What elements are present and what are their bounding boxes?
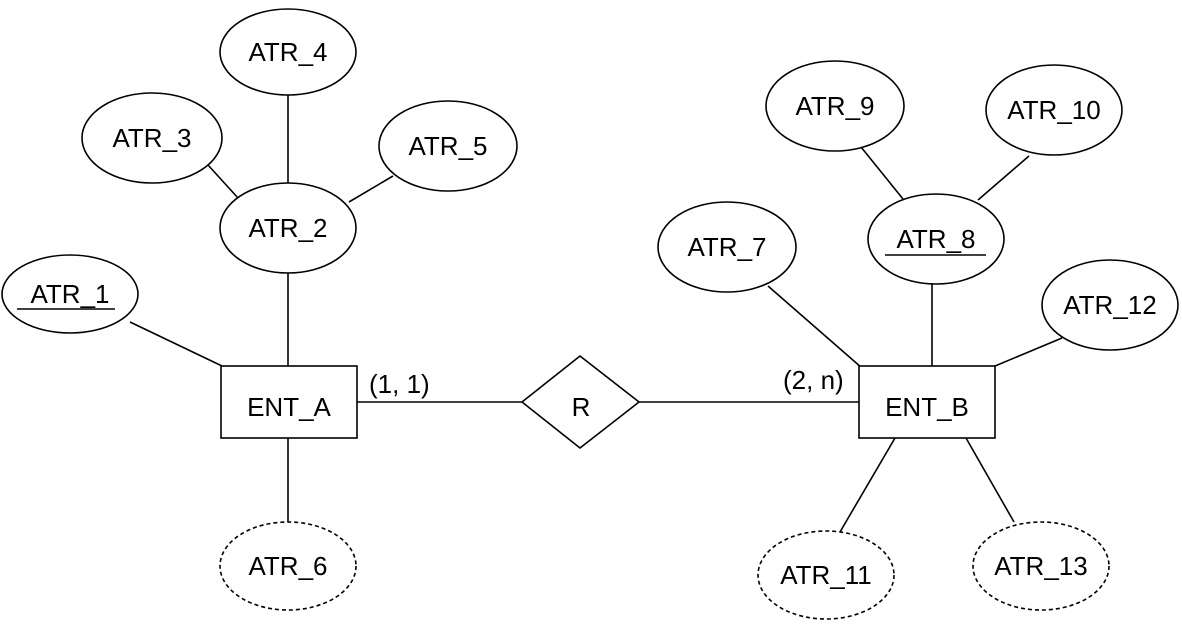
- attribute-label: ATR_6: [249, 551, 328, 581]
- attribute-atr-5: ATR_5: [378, 100, 518, 192]
- connector-lines: [129, 95, 1063, 533]
- attribute-atr-12: ATR_12: [1041, 259, 1179, 351]
- entity-ent-a: ENT_A: [220, 365, 358, 439]
- attribute-label: ATR_10: [1007, 95, 1100, 125]
- edge-atr7-entb: [767, 285, 863, 369]
- attribute-atr-1: ATR_1: [1, 254, 139, 334]
- attribute-label: ATR_5: [409, 131, 488, 161]
- edge-atr13-entb: [965, 437, 1015, 523]
- attribute-label: ATR_9: [796, 91, 875, 121]
- attribute-label: ATR_1: [31, 279, 110, 309]
- attribute-atr-13: ATR_13: [972, 521, 1110, 611]
- attribute-atr-11: ATR_11: [757, 530, 895, 620]
- entity-label: ENT_B: [885, 392, 969, 422]
- edge-atr1-enta: [129, 321, 223, 367]
- edge-atr3-atr2: [207, 164, 239, 199]
- edge-atr12-entb: [994, 337, 1063, 367]
- attribute-atr-4: ATR_4: [219, 8, 357, 96]
- attribute-label: ATR_3: [113, 123, 192, 153]
- relationship-label: R: [572, 392, 591, 422]
- attribute-atr-8: ATR_8: [867, 193, 1005, 285]
- attribute-label: ATR_2: [249, 213, 328, 243]
- attribute-label: ATR_4: [249, 37, 328, 67]
- cardinality-ent-a: (1, 1): [369, 369, 430, 399]
- edge-atr5-atr2: [348, 175, 394, 203]
- attribute-atr-2: ATR_2: [219, 182, 357, 274]
- attribute-label: ATR_12: [1063, 290, 1156, 320]
- attribute-label: ATR_11: [780, 560, 872, 590]
- cardinality-ent-b: (2, n): [783, 365, 844, 395]
- attribute-label: ATR_7: [688, 232, 767, 262]
- edge-atr10-atr8: [977, 155, 1030, 201]
- attribute-atr-9: ATR_9: [765, 60, 905, 152]
- attribute-atr-6: ATR_6: [219, 521, 357, 611]
- edge-atr9-atr8: [860, 146, 904, 200]
- relationship-r: R: [520, 354, 641, 450]
- attribute-atr-10: ATR_10: [985, 64, 1123, 156]
- attribute-atr-7: ATR_7: [657, 201, 797, 293]
- edge-atr11-entb: [839, 437, 896, 533]
- attribute-atr-3: ATR_3: [81, 92, 223, 184]
- attribute-label: ATR_13: [994, 551, 1087, 581]
- entity-ent-b: ENT_B: [858, 365, 996, 439]
- entity-label: ENT_A: [247, 392, 331, 422]
- attribute-label: ATR_8: [897, 224, 976, 254]
